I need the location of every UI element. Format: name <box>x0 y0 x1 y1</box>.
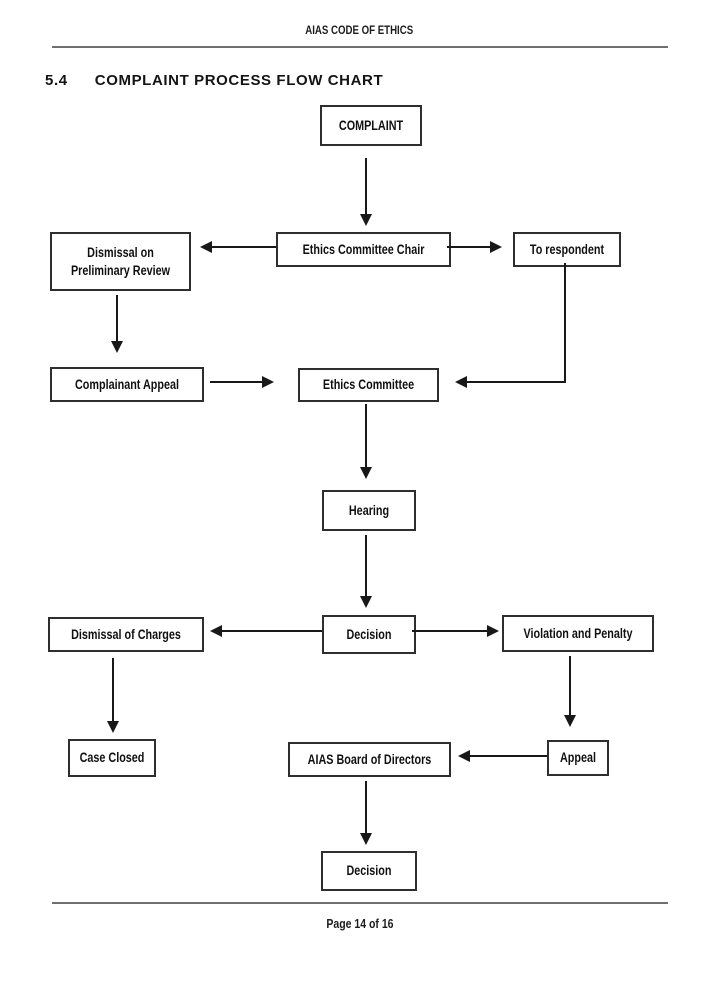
flow-node-ethics-committee: Ethics Committee <box>298 368 439 402</box>
arrow-dismissal-to-complainant-appeal-head <box>111 341 123 353</box>
flow-node-appeal: Appeal <box>547 740 609 776</box>
arrow-chair-to-dismissal-line <box>212 246 276 248</box>
flow-node-aias-board-of-directors: AIAS Board of Directors <box>288 742 451 777</box>
section-heading: 5.4 COMPLAINT PROCESS FLOW CHART <box>45 72 383 89</box>
arrow-hearing-to-decision-line <box>365 535 367 597</box>
arrow-complaint-to-chair-head <box>360 214 372 226</box>
flow-node-complaint: COMPLAINT <box>320 105 422 146</box>
page-header: AIAS CODE OF ETHICS <box>0 25 719 37</box>
footer-rule <box>52 902 668 904</box>
arrow-decision-to-violation-head <box>487 625 499 637</box>
arrow-dismissal-to-complainant-appeal-line <box>116 295 118 343</box>
arrow-committee-to-hearing-head <box>360 467 372 479</box>
node-label: Hearing <box>348 502 390 518</box>
arrow-decision-to-dismissal-charges-line <box>222 630 322 632</box>
flow-node-case-closed: Case Closed <box>68 739 156 777</box>
page-header-title: AIAS CODE OF ETHICS <box>305 25 414 37</box>
arrow-complainant-appeal-to-committee-line <box>210 381 262 383</box>
flow-node-complainant-appeal: Complainant Appeal <box>50 367 204 402</box>
node-label: Violation and Penalty <box>523 625 633 641</box>
node-label: Dismissal on Preliminary Review <box>70 244 171 278</box>
page-footer: Page 14 of 16 <box>0 917 719 931</box>
arrow-respondent-to-committee-head <box>455 376 467 388</box>
arrow-dismissal-charges-to-case-closed-line <box>112 658 114 722</box>
arrow-board-to-final-decision-head <box>360 833 372 845</box>
arrow-board-to-final-decision-line <box>365 781 367 834</box>
node-label: Ethics Committee <box>322 377 415 393</box>
node-label: Complainant Appeal <box>74 376 179 392</box>
arrow-complaint-to-chair-line <box>365 158 367 216</box>
header-rule <box>52 46 668 48</box>
node-label: Decision <box>346 626 392 642</box>
arrow-decision-to-dismissal-charges-head <box>210 625 222 637</box>
flow-node-dismissal-of-charges: Dismissal of Charges <box>48 617 204 652</box>
flow-node-ethics-committee-chair: Ethics Committee Chair <box>276 232 451 267</box>
arrow-complainant-appeal-to-committee-head <box>262 376 274 388</box>
arrow-decision-to-violation-line <box>412 630 487 632</box>
flow-node-decision: Decision <box>322 615 416 654</box>
arrow-violation-to-appeal-head <box>564 715 576 727</box>
node-label: Ethics Committee Chair <box>302 241 425 257</box>
arrow-chair-to-respondent-head <box>490 241 502 253</box>
section-title: COMPLAINT PROCESS FLOW CHART <box>94 72 384 89</box>
flow-node-to-respondent: To respondent <box>513 232 621 267</box>
arrow-hearing-to-decision-head <box>360 596 372 608</box>
node-label: Dismissal of Charges <box>71 626 181 642</box>
node-label: Appeal <box>559 750 596 766</box>
section-number: 5.4 <box>45 72 68 89</box>
arrow-respondent-to-committee-vline <box>564 263 566 383</box>
footer-page-label: Page 14 of 16 <box>325 917 394 931</box>
arrow-chair-to-dismissal-head <box>200 241 212 253</box>
flow-node-dismissal-on-preliminary-review: Dismissal on Preliminary Review <box>50 232 191 291</box>
arrow-committee-to-hearing-line <box>365 404 367 468</box>
node-label: Case Closed <box>79 750 145 766</box>
arrow-respondent-to-committee-hline <box>467 381 566 383</box>
node-label: To respondent <box>529 241 605 257</box>
arrow-dismissal-charges-to-case-closed-head <box>107 721 119 733</box>
flow-node-hearing: Hearing <box>322 490 416 531</box>
node-label: COMPLAINT <box>338 117 404 133</box>
flow-node-final-decision: Decision <box>321 851 417 891</box>
arrow-violation-to-appeal-line <box>569 656 571 716</box>
arrow-appeal-to-board-line <box>470 755 547 757</box>
arrow-appeal-to-board-head <box>458 750 470 762</box>
flow-node-violation-and-penalty: Violation and Penalty <box>502 615 654 652</box>
node-label: AIAS Board of Directors <box>307 751 432 767</box>
node-label: Decision <box>346 863 392 879</box>
arrow-chair-to-respondent-line <box>447 246 490 248</box>
